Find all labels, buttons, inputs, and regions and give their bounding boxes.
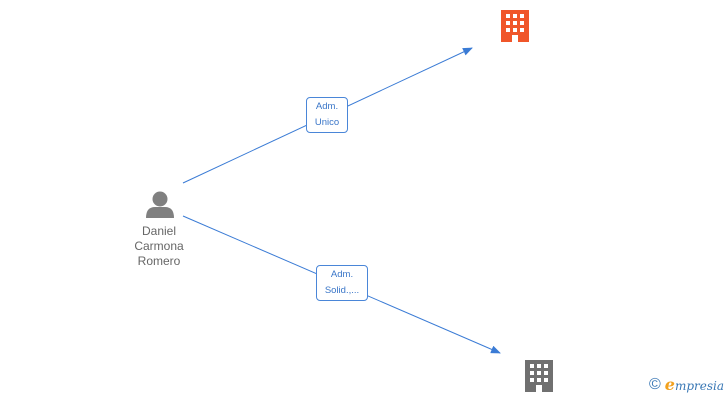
person-name-line: Romero: [137, 254, 181, 268]
relation-label-line: Adm.: [330, 269, 354, 280]
person-name-line: Daniel: [141, 224, 177, 238]
brand-initial: e: [664, 374, 675, 394]
person-icon[interactable]: [146, 191, 174, 219]
relation-label-line: Unico: [314, 117, 340, 128]
relation-label-line: Solid.,...: [324, 285, 360, 296]
person-name[interactable]: Daniel Carmona Romero: [121, 224, 197, 269]
building-icon[interactable]: [525, 360, 553, 392]
brand-text: mpresia: [674, 378, 724, 393]
brand-logo: empresia: [664, 374, 724, 395]
copyright-icon: ©: [648, 376, 661, 393]
relation-label[interactable]: Adm. Solid.,...: [316, 265, 368, 301]
relation-label-line: Adm.: [315, 101, 339, 112]
empresia-watermark: © empresia: [648, 374, 724, 395]
person-name-line: Carmona: [134, 239, 184, 253]
building-icon[interactable]: [501, 10, 529, 42]
relation-label[interactable]: Adm. Unico: [306, 97, 348, 133]
